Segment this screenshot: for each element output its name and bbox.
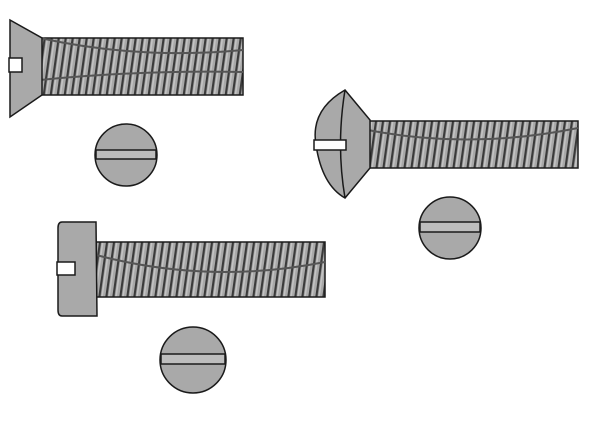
screw-head — [9, 18, 43, 119]
screw-shaft — [367, 120, 579, 169]
slotted-head-top-view-icon — [418, 196, 482, 260]
slotted-head-top-view-icon — [159, 326, 227, 394]
screw-head — [57, 221, 98, 317]
flat-head-screw-icon — [8, 18, 244, 119]
screw-shaft — [95, 241, 326, 298]
screw-slot — [56, 261, 76, 276]
screw-slot — [8, 57, 23, 73]
screw-shaft — [39, 37, 244, 96]
screw-slot — [313, 139, 347, 151]
cheese-head-screw-icon — [56, 221, 326, 317]
oval-head-screw-icon — [313, 89, 579, 199]
slotted-head-top-view-icon — [94, 123, 158, 187]
